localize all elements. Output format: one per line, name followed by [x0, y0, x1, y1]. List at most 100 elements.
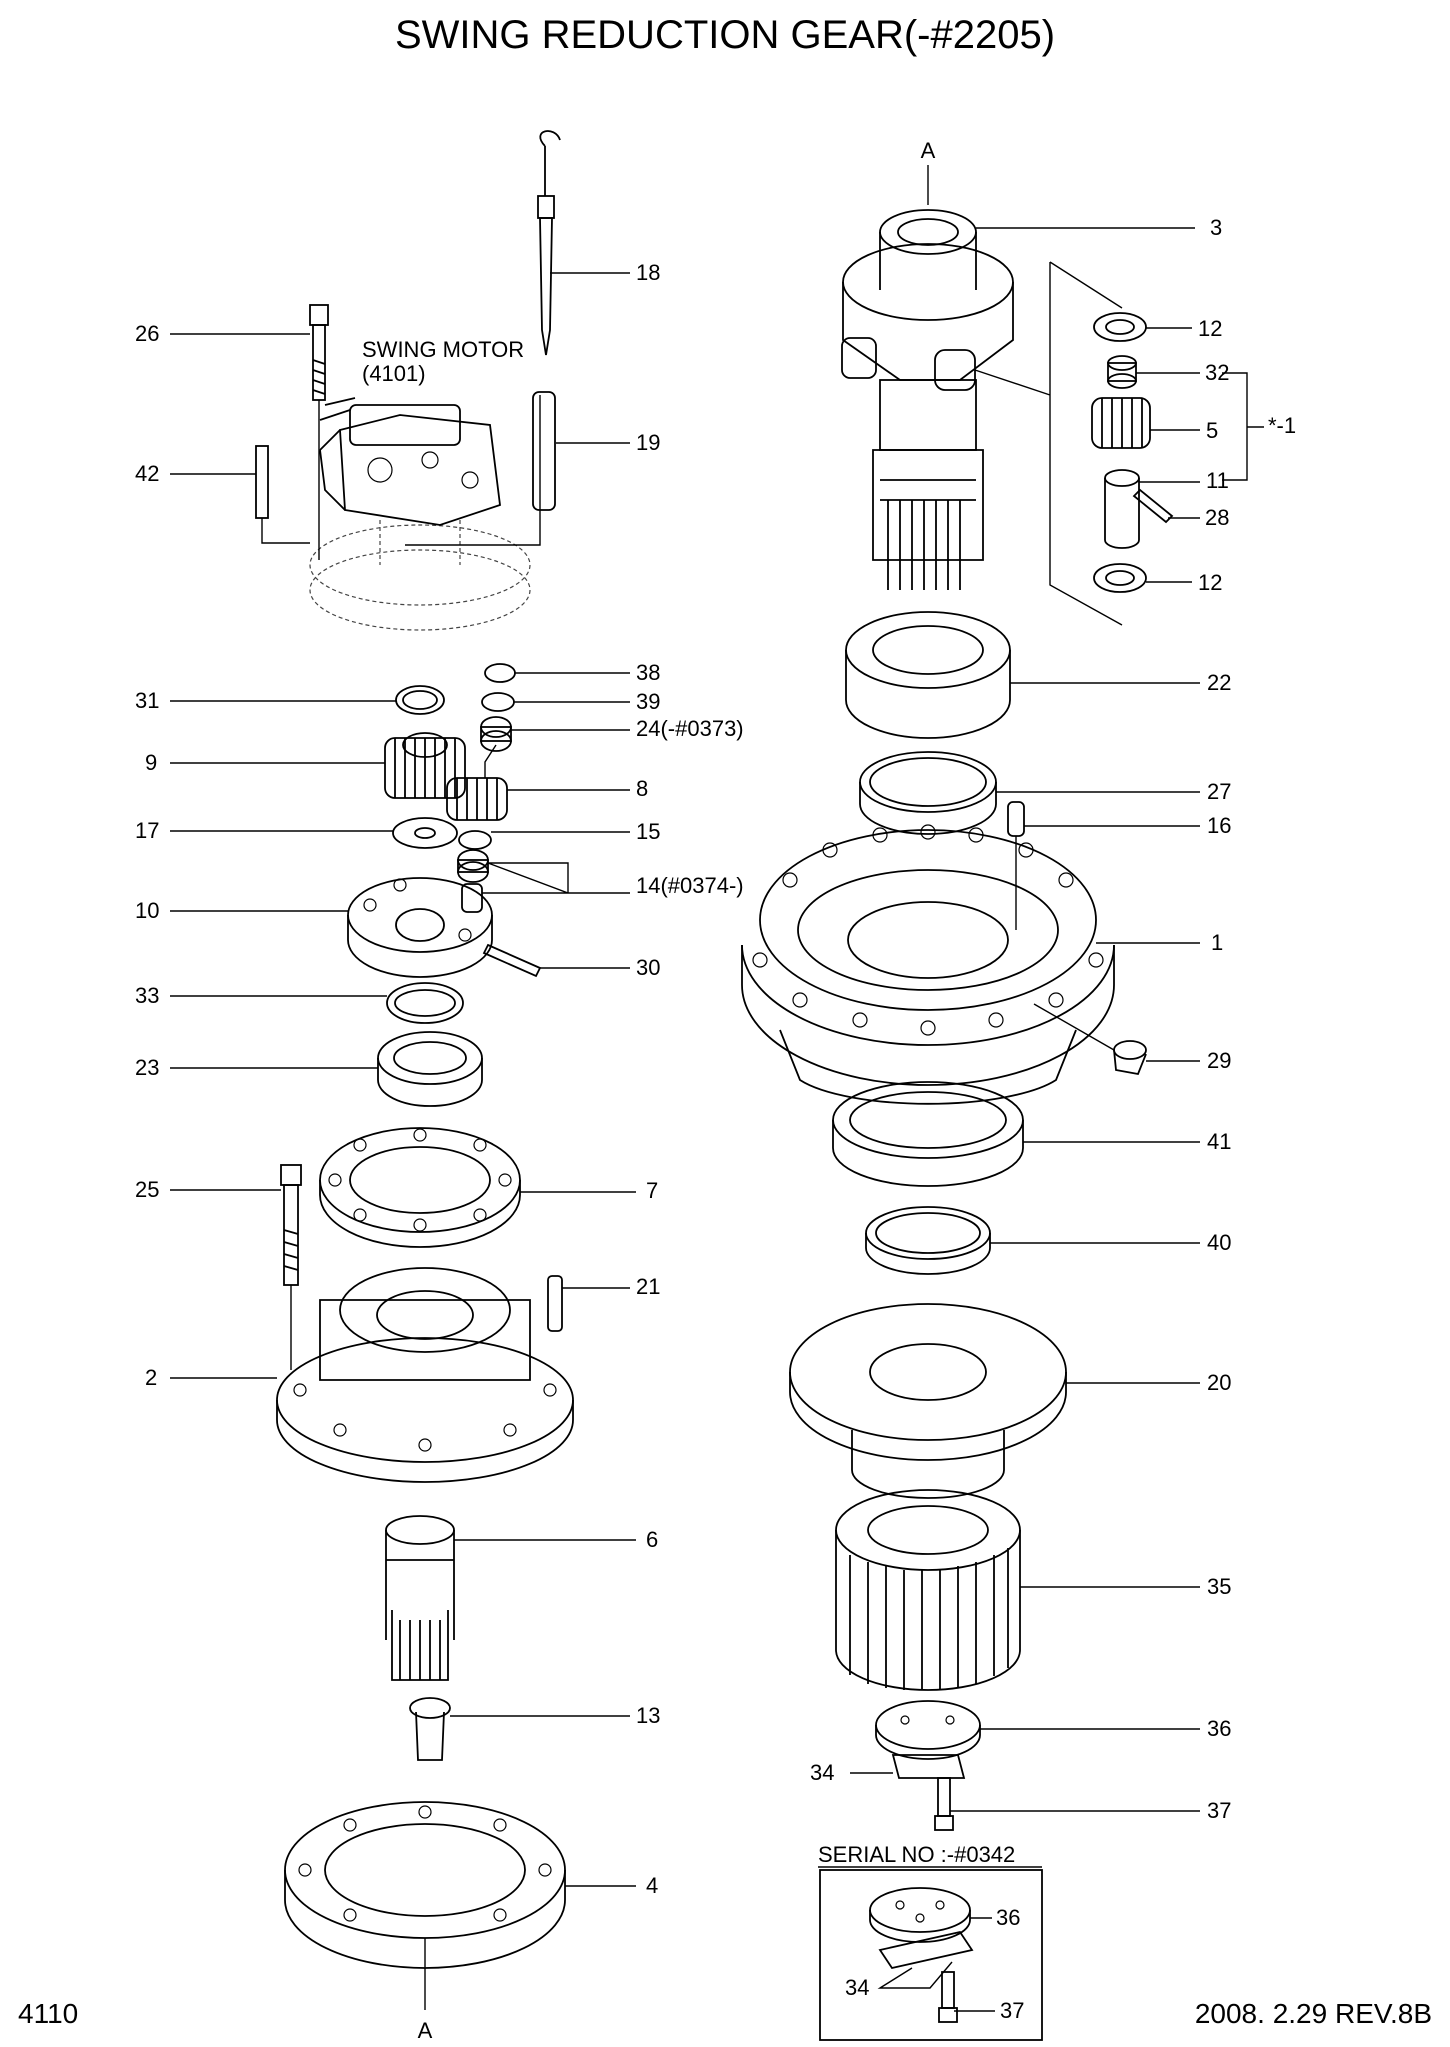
part-4-ring-gear	[284, 1801, 566, 1969]
callout-label-22: 22	[1207, 670, 1231, 695]
callout-label-asm: *-1	[1268, 413, 1296, 438]
swing-motor-assembly: SWING MOTOR (4101)	[309, 337, 541, 631]
callout-label-29: 29	[1207, 1048, 1231, 1073]
leader-line-i34	[877, 1961, 953, 1989]
callout-label-28: 28	[1205, 505, 1229, 530]
part-18-dipstick	[537, 130, 561, 356]
axis-mark-bottom: A	[418, 2018, 433, 2043]
callout-label-16: 16	[1207, 813, 1231, 838]
callout-label-36: 36	[1207, 1716, 1231, 1741]
part-19-pipe	[532, 391, 556, 511]
part-35-pinion	[835, 1489, 1021, 1691]
callout-label-19: 19	[636, 430, 660, 455]
serial-inset-title: SERIAL NO :-#0342	[818, 1842, 1015, 1867]
callout-label-i36: 36	[996, 1905, 1020, 1930]
callout-label-7: 7	[646, 1178, 658, 1203]
callout-label-31: 31	[135, 688, 159, 713]
callout-label-17: 17	[135, 818, 159, 843]
part-16-pin	[1007, 801, 1025, 837]
callout-label-15: 15	[636, 819, 660, 844]
part-25-bolt	[280, 1164, 302, 1370]
swing-motor-code: (4101)	[362, 361, 426, 386]
callout-label-18: 18	[636, 260, 660, 285]
subassembly-leader	[974, 261, 1123, 626]
callout-label-9: 9	[145, 750, 157, 775]
leader-line-14	[482, 862, 630, 894]
page-title: SWING REDUCTION GEAR(-#2205)	[395, 13, 1055, 57]
callout-label-24: 24(-#0373)	[636, 716, 744, 741]
part-30-pin	[482, 943, 542, 978]
callout-label-13: 13	[636, 1703, 660, 1728]
part-13-spacer	[409, 1697, 451, 1761]
part-29-plug	[1033, 1003, 1147, 1076]
part-37-bolt	[934, 1777, 954, 1831]
callout-label-5: 5	[1206, 418, 1218, 443]
part-10-carrier	[347, 877, 493, 978]
part-31-snap-ring	[395, 685, 445, 715]
callout-label-12b: 12	[1198, 570, 1222, 595]
part-14-needle-bearing	[457, 849, 489, 883]
callout-label-42: 42	[135, 461, 159, 486]
callout-label-40: 40	[1207, 1230, 1231, 1255]
part-36-plate	[875, 1700, 981, 1760]
callout-label-i34: 34	[845, 1975, 869, 2000]
assembly-bracket	[1222, 372, 1264, 481]
part-5-planet-gear	[1091, 397, 1151, 449]
callout-label-20: 20	[1207, 1370, 1231, 1395]
part-3-carrier-shaft	[841, 209, 1014, 590]
part-11-pin	[1104, 469, 1140, 549]
part-40-ring	[865, 1206, 991, 1275]
part-32-needle-bearing	[1107, 355, 1137, 389]
part-33-snap-ring	[386, 982, 464, 1024]
callout-label-i37: 37	[1000, 1998, 1024, 2023]
callout-label-1: 1	[1211, 930, 1223, 955]
part-15-ring	[458, 830, 492, 850]
callout-label-35: 35	[1207, 1574, 1231, 1599]
page-number: 4110	[18, 1998, 78, 2029]
callout-label-14: 14(#0374-)	[636, 873, 744, 898]
callout-leaders	[170, 227, 1200, 2012]
part-27-ring	[859, 751, 997, 835]
callout-label-11: 11	[1206, 468, 1229, 493]
callout-label-10: 10	[135, 898, 159, 923]
callout-label-38: 38	[636, 660, 660, 685]
part-24-needle-bearing	[480, 716, 512, 752]
callout-label-12a: 12	[1198, 316, 1222, 341]
axis-mark-top: A	[921, 138, 936, 163]
part-1-main-housing	[741, 824, 1115, 1105]
callout-label-34: 34	[810, 1760, 834, 1785]
part-7-ring-gear	[319, 1127, 521, 1248]
part-17-thrust-washer	[392, 817, 458, 849]
swing-motor-label: SWING MOTOR	[362, 337, 524, 362]
part-38-ring	[484, 663, 516, 683]
callout-label-39: 39	[636, 689, 660, 714]
part-34-lock-plate	[891, 1754, 966, 1779]
callout-label-26: 26	[135, 321, 159, 346]
part-8-planet-gear	[446, 744, 508, 821]
part-20-cover	[789, 1303, 1067, 1499]
callout-label-27: 27	[1207, 779, 1231, 804]
part-39-ring	[481, 692, 515, 712]
part-22-roller-bearing	[845, 611, 1011, 739]
callout-label-2: 2	[145, 1365, 157, 1390]
callout-label-37: 37	[1207, 1798, 1231, 1823]
serial-inset: SERIAL NO :-#0342	[818, 1842, 1043, 2041]
part-23-ball-bearing	[377, 1031, 483, 1107]
callout-label-4: 4	[646, 1873, 658, 1898]
part-12-washer-upper	[1093, 312, 1147, 342]
callout-label-25: 25	[135, 1177, 159, 1202]
callout-label-30: 30	[636, 955, 660, 980]
callout-label-8: 8	[636, 776, 648, 801]
part-12-washer-lower	[1093, 563, 1147, 593]
part-6-sun-shaft	[385, 1515, 455, 1681]
part-2-housing	[276, 1267, 574, 1483]
part-26-bolt	[309, 304, 329, 560]
part-41-seal	[832, 1081, 1024, 1187]
callout-label-6: 6	[646, 1527, 658, 1552]
part-42-stud	[255, 445, 310, 544]
callout-label-3: 3	[1210, 215, 1222, 240]
callout-label-33: 33	[135, 983, 159, 1008]
